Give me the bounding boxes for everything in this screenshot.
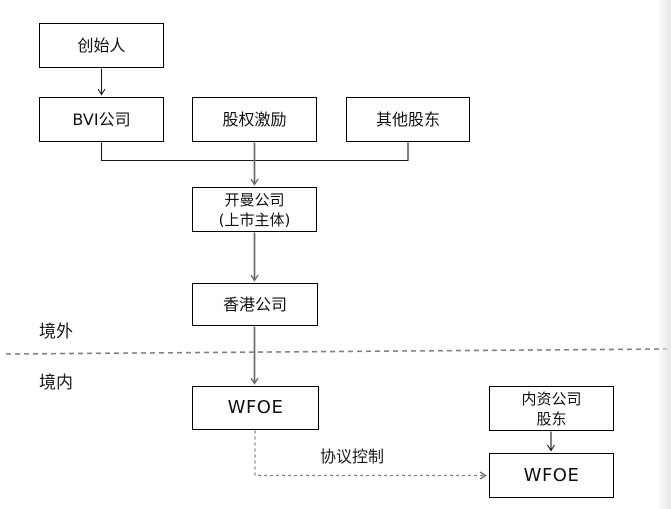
- page-edge-shadow: [657, 0, 671, 509]
- vie-control-dashed-arrow: [254, 430, 486, 476]
- node-wfoe: WFOE: [192, 386, 319, 430]
- border-divider-dashed-line: [5, 348, 669, 355]
- node-vie-wfoe: WFOE: [489, 453, 614, 498]
- offshore-region-label: 境外: [39, 322, 73, 342]
- node-founder-label: 创始人: [77, 35, 126, 55]
- node-cayman-company: 开曼公司 (上市主体): [192, 187, 317, 232]
- onshore-region-label: 境内: [39, 373, 73, 393]
- vie-control-edge-label: 协议控制: [320, 447, 385, 466]
- node-founder: 创始人: [39, 23, 164, 68]
- node-wfoe-label: WFOE: [227, 397, 284, 418]
- node-esop-label: 股权激励: [222, 109, 287, 129]
- node-domestic-line2: 股东: [536, 409, 567, 428]
- node-equity-incentive: 股权激励: [192, 97, 317, 142]
- node-hk-label: 香港公司: [222, 294, 287, 314]
- node-hongkong-company: 香港公司: [192, 283, 318, 326]
- node-other-label: 其他股东: [375, 109, 440, 129]
- node-other-shareholders: 其他股东: [346, 97, 470, 142]
- node-vie-wfoe-label: WFOE: [523, 464, 580, 486]
- node-cayman-line1: 开曼公司: [224, 190, 285, 209]
- node-bvi-company: BVI公司: [39, 97, 164, 142]
- node-bvi-label: BVI公司: [72, 109, 131, 129]
- node-domestic-shareholders: 内资公司 股东: [489, 386, 614, 431]
- node-cayman-line2: (上市主体): [218, 210, 291, 229]
- node-domestic-line1: 内资公司: [521, 389, 582, 408]
